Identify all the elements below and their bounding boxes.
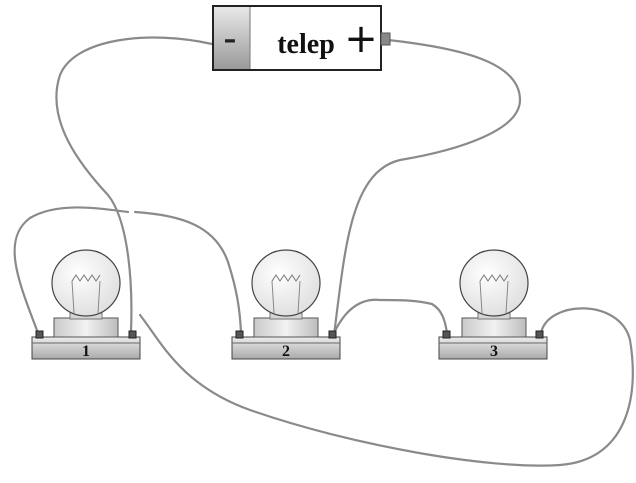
battery-minus-symbol: - — [224, 17, 237, 59]
bulb-glass — [51, 249, 121, 317]
wire-battery-minus-to-bulb1-right — [55, 36, 214, 334]
bulb-3: 3 — [438, 249, 548, 360]
bulb-filament-support — [297, 280, 301, 314]
bulb-filament — [479, 274, 509, 282]
wire-battery-plus-to-bulb2-right — [332, 38, 522, 337]
bulb-terminal-left — [442, 330, 451, 339]
bulb-2: 2 — [231, 249, 341, 360]
bulb-terminal-right — [128, 330, 137, 339]
wire-bulb2-right-to-bulb3-left — [332, 298, 449, 335]
bulb-filament — [271, 274, 301, 282]
bulb-glass — [251, 249, 321, 317]
battery-plus-terminal — [380, 32, 391, 46]
bulb-filament-support — [479, 280, 483, 314]
bulb-socket — [253, 317, 319, 338]
bulb-glass — [459, 249, 529, 317]
bulb-socket — [461, 317, 527, 338]
bulb-terminal-left — [35, 330, 44, 339]
bulb-filament — [71, 274, 101, 282]
bulb-filament-support — [505, 280, 509, 314]
bulb-1: 1 — [31, 249, 141, 360]
wire-bulb1-to-bulb2-left — [133, 210, 243, 335]
battery-minus-cap — [214, 7, 250, 69]
battery-label: telep — [277, 29, 335, 60]
battery: - telep + — [212, 5, 391, 71]
bulb-number: 1 — [82, 343, 90, 360]
bulb-terminal-right — [328, 330, 337, 339]
bulb-socket — [53, 317, 119, 338]
battery-plus-symbol: + — [344, 16, 378, 62]
bulb-filament-support — [97, 280, 101, 314]
wires — [13, 36, 634, 467]
bulb-number: 2 — [282, 343, 290, 360]
wire-bulb3-right-to-bulb1-right — [138, 307, 634, 467]
bulb-filament-support — [271, 280, 275, 314]
bulb-filament-support — [71, 280, 75, 314]
wire-bulb1-left-loop — [13, 206, 130, 335]
bulb-number: 3 — [490, 343, 498, 360]
bulbs: 1 2 3 — [31, 249, 548, 360]
bulb-terminal-left — [235, 330, 244, 339]
bulb-terminal-right — [535, 330, 544, 339]
